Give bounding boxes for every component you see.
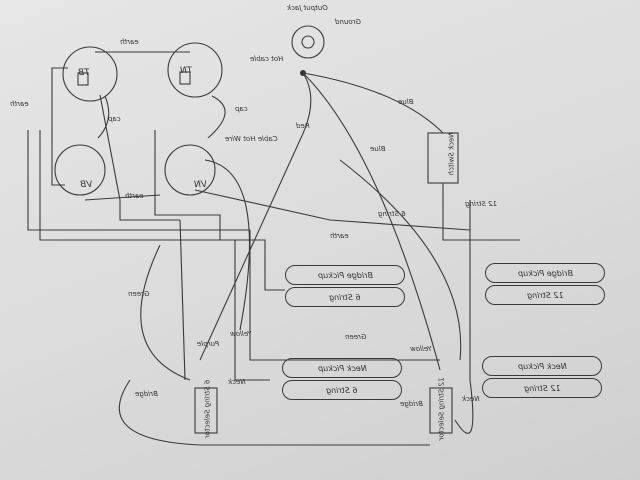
six-string-neck-pickup: Neck Pickup — [282, 358, 402, 378]
twelve-string-wire-label: 12 String — [465, 200, 498, 208]
tone-bridge-label: TB — [78, 68, 90, 78]
six-string-wire-label: 6 String — [378, 210, 406, 218]
cable-hot-label: Cable Hot Wire — [225, 135, 278, 143]
earth-label-mid: earth — [125, 192, 144, 200]
earth-label-right: earth — [330, 232, 349, 240]
twelve-string-selector-label: 12 String Selector — [437, 377, 446, 441]
twelve-string-bridge-pickup-sub: 12 String — [485, 285, 605, 305]
hot-cable-label: Hot cable — [250, 55, 284, 63]
six-string-selector-box — [194, 387, 218, 434]
volume-bridge-pot — [54, 144, 106, 196]
tone-neck-pot — [167, 42, 223, 98]
volume-neck-pot — [164, 144, 216, 196]
cap-label-bridge: cap — [108, 115, 121, 123]
yellow-wire-label: Yellow — [230, 330, 252, 338]
neck-label-left: Neck — [228, 378, 246, 386]
neck-switch-label: Neck Switch — [447, 132, 456, 176]
neck-label-right: Neck — [462, 395, 480, 403]
six-string-bridge-pickup: Bridge Pickup — [285, 265, 405, 285]
yellow-wire-label-2: Yellow — [410, 345, 432, 353]
six-string-bridge-pickup-sub: 6 String — [285, 287, 405, 307]
bridge-label-left: Bridge — [135, 390, 158, 398]
output-jack-label: Output Jack — [287, 4, 328, 12]
twelve-string-neck-pickup-sub: 12 String — [482, 378, 602, 398]
earth-label-left: earth — [10, 100, 29, 108]
volume-bridge-label: VB — [80, 180, 93, 190]
blue-wire-label-2: Blue — [398, 98, 414, 106]
six-string-neck-pickup-sub: 6 String — [282, 380, 402, 400]
output-jack — [291, 25, 325, 59]
volume-neck-label: VN — [194, 180, 207, 190]
blue-wire-label: Blue — [370, 145, 386, 153]
ground-label: Ground — [335, 18, 361, 26]
green-wire-label-2: Green — [345, 333, 367, 341]
tone-neck-label: TN — [180, 66, 193, 76]
twelve-string-neck-pickup: Neck Pickup — [482, 356, 602, 376]
bridge-label-right: Bridge — [400, 400, 423, 408]
red-wire-label: Red — [296, 122, 310, 130]
purple-wire-label: Purple — [197, 340, 220, 348]
green-wire-label: Green — [128, 290, 150, 298]
tone-bridge-pot — [62, 46, 118, 102]
six-string-selector-label: 6 String Selector — [203, 379, 212, 439]
twelve-string-bridge-pickup: Bridge Pickup — [485, 263, 605, 283]
earth-label-top: earth — [120, 38, 139, 46]
cap-label-neck: cap — [235, 105, 248, 113]
twelve-string-selector-box — [429, 387, 453, 434]
